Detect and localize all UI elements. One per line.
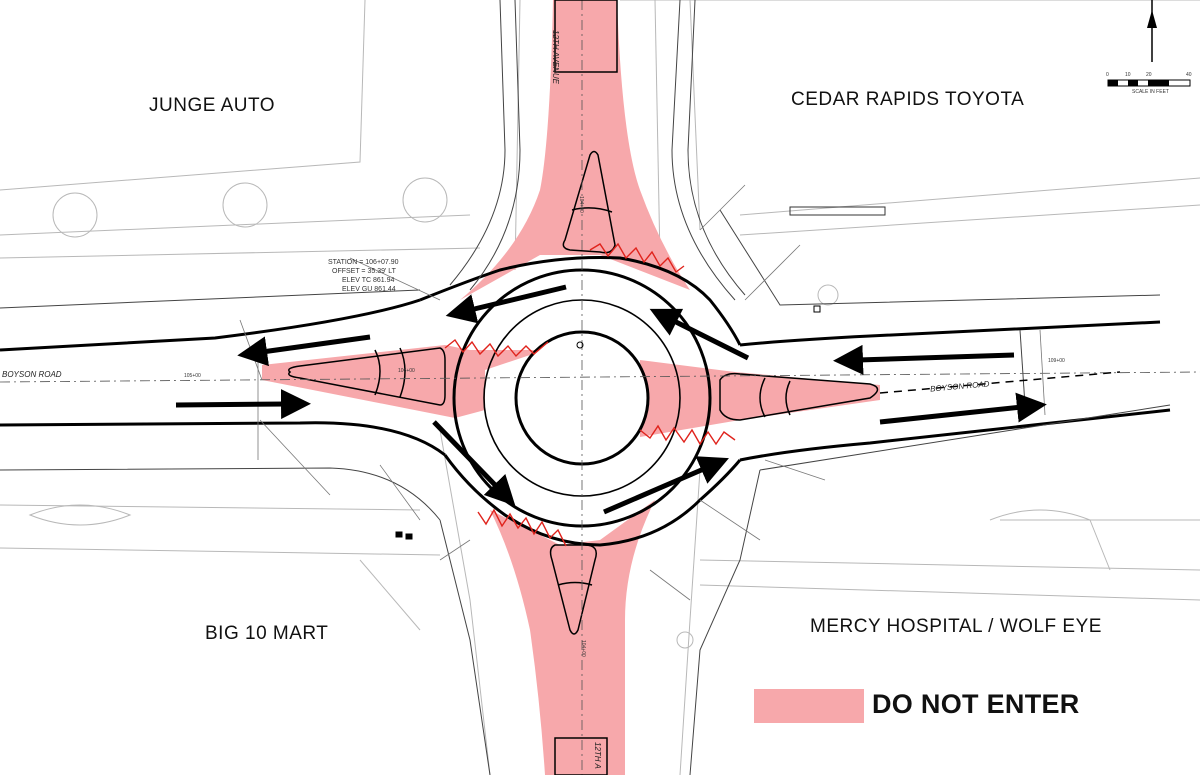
curb-lines xyxy=(0,0,1171,775)
scale-tick-0: 0 xyxy=(1106,72,1109,78)
east-road-dashes xyxy=(879,371,1121,394)
traffic-arrows xyxy=(175,284,1047,515)
east-splitter xyxy=(719,372,879,421)
legend-swatch xyxy=(754,689,864,723)
north-median xyxy=(554,0,618,73)
scale-bar xyxy=(1107,79,1191,87)
station-109: 109+00 xyxy=(1048,358,1065,364)
arrow-se-circ xyxy=(603,456,729,515)
north-arrow xyxy=(1147,0,1157,62)
south-splitter xyxy=(549,544,597,635)
station-106: 106+00 xyxy=(398,368,415,374)
arrow-east-outbound xyxy=(833,344,1015,375)
business-label-se: MERCY HOSPITAL / WOLF EYE xyxy=(810,616,1102,637)
annotation-line-4: ELEV GU 861.44 xyxy=(342,286,396,293)
scale-tick-10: 10 xyxy=(1125,72,1131,78)
annotation-line-3: ELEV TC 861.94 xyxy=(342,277,395,284)
business-label-sw: BIG 10 MART xyxy=(205,623,329,644)
station-105: 105+00 xyxy=(184,373,201,379)
west-splitter xyxy=(288,347,446,406)
business-label-ne: CEDAR RAPIDS TOYOTA xyxy=(791,89,1025,110)
road-label-south: 12TH A xyxy=(593,742,602,769)
scale-tick-40: 40 xyxy=(1186,72,1192,78)
station-104-south: 104+00 xyxy=(580,640,586,657)
scale-tick-20: 20 xyxy=(1146,72,1152,78)
splitter-islands xyxy=(288,150,879,635)
scale-caption: SCALE IN FEET xyxy=(1132,89,1169,95)
north-approach-shade xyxy=(460,0,690,300)
road-edges xyxy=(0,256,1171,547)
arrow-west-outbound xyxy=(237,334,371,367)
north-splitter xyxy=(562,150,616,254)
road-label-west: BOYSON ROAD xyxy=(2,370,62,379)
road-label-north: 12TH AVENUE xyxy=(551,30,560,84)
station-annotation: STATION = 106+07.90 OFFSET = 35.39' LT E… xyxy=(328,258,399,294)
no-entry-zigzags xyxy=(444,242,736,547)
arrow-west-inbound xyxy=(175,389,311,420)
fixtures xyxy=(395,206,886,540)
station-104-north: 104+00 xyxy=(578,196,584,213)
south-approach-shade xyxy=(490,500,655,775)
annotation-line-2: OFFSET = 35.39' LT xyxy=(332,268,396,275)
arrow-sw-circ xyxy=(432,420,516,506)
business-label-nw: JUNGE AUTO xyxy=(149,95,276,116)
legend-label: DO NOT ENTER xyxy=(872,689,1080,719)
arrow-east-inbound xyxy=(879,392,1047,425)
arrow-ne-circ xyxy=(649,308,750,361)
annotation-line-1: STATION = 106+07.90 xyxy=(328,259,399,266)
south-median xyxy=(554,737,608,775)
arrow-north-circ xyxy=(445,284,567,324)
